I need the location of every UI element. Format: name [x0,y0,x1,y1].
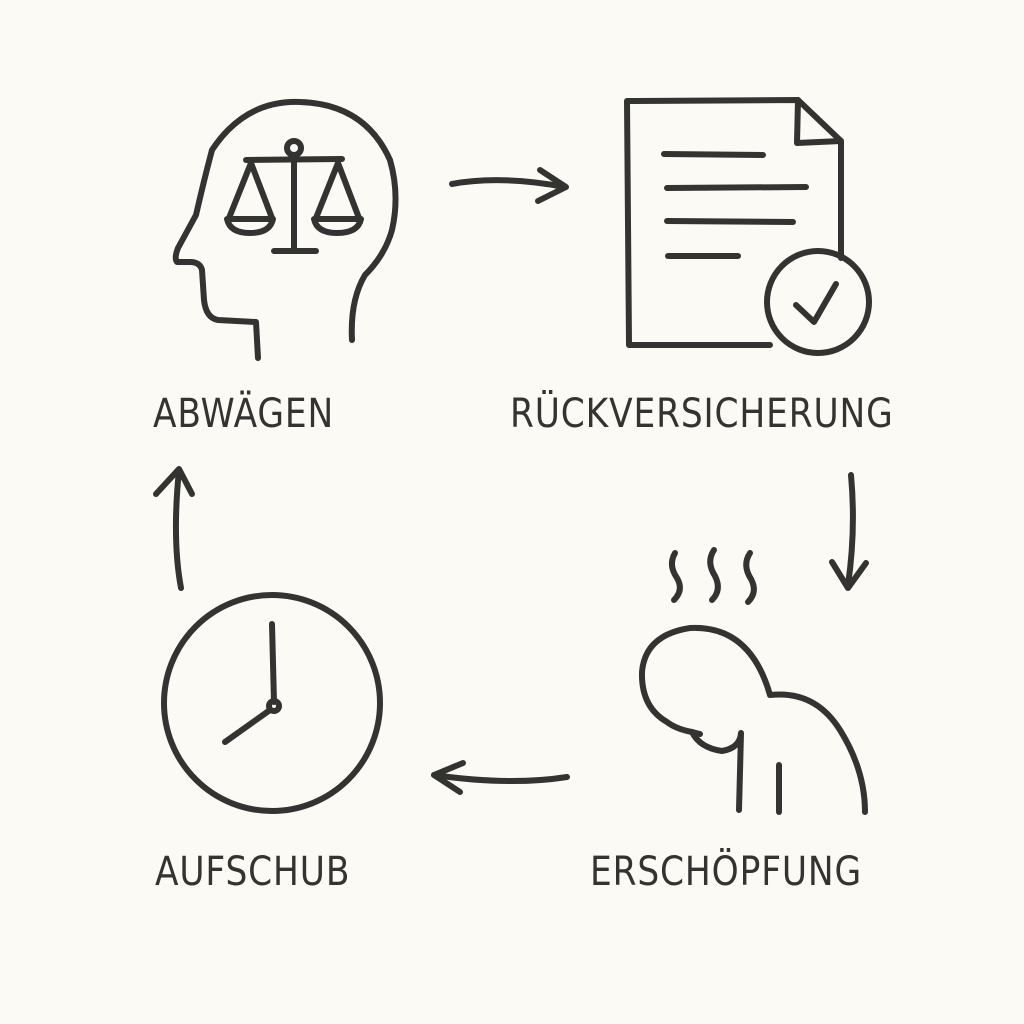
person-outline [638,624,868,815]
arrow-down-icon [829,472,869,591]
node-label-rueckversicherung: RÜCKVERSICHERUNG [510,391,894,437]
scales-icon [224,138,364,254]
check-circle [764,248,872,356]
document-fold [794,97,844,146]
clock-icon [161,592,383,814]
node-label-abwaegen: ABWÄGEN [153,391,335,437]
arrow-up-icon [153,466,195,591]
minute-hand [269,621,277,705]
hour-hand [222,707,273,745]
node-label-aufschub: AUFSCHUB [155,849,351,895]
node-label-erschoepfung: ERSCHÖPFUNG [590,849,863,895]
document-outline [624,97,844,348]
arrow-right-icon [449,167,569,204]
document-with-checkmark-icon [624,97,872,356]
head-outline [172,98,399,361]
exhausted-person-icon [638,547,868,815]
arrow-left-icon [431,760,570,795]
steam-lines [669,547,757,605]
checkmark [793,281,839,325]
head-with-scales-icon [172,98,399,361]
clock-face [161,592,383,814]
